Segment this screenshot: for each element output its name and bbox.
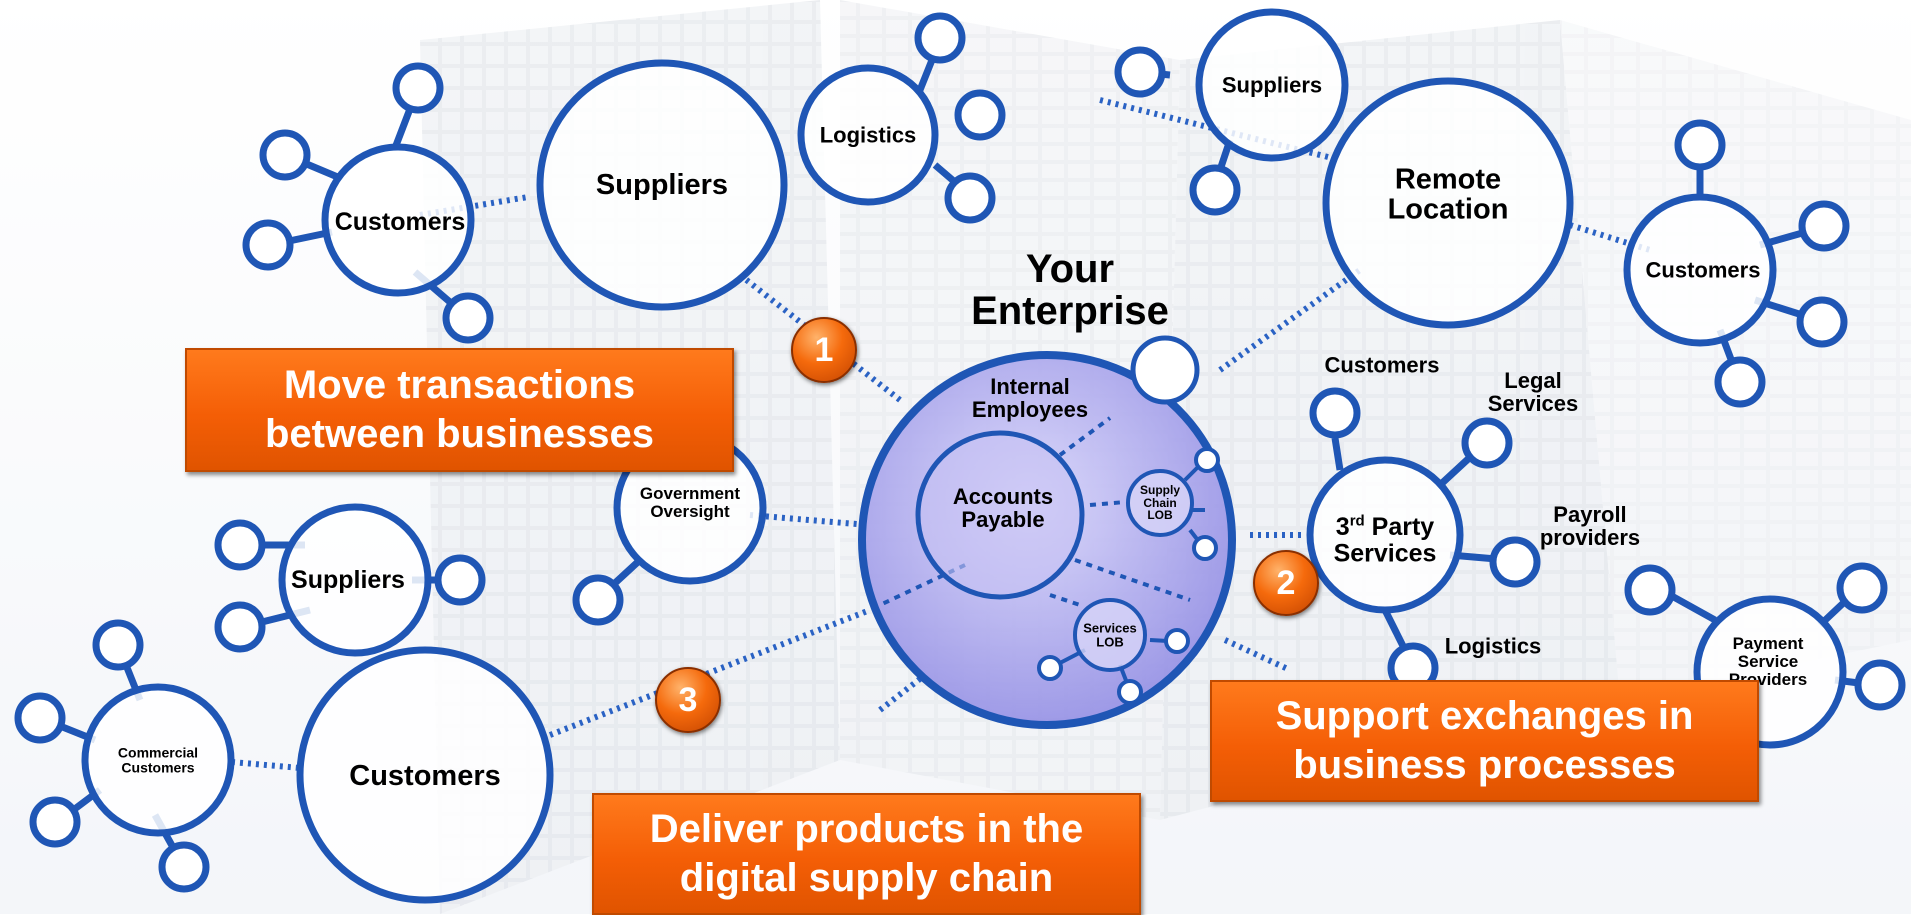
third-party-rest: Party Services bbox=[1333, 512, 1437, 568]
third-party-number: 3 bbox=[1335, 512, 1350, 541]
link-government-enterprise bbox=[749, 512, 869, 528]
customers-bottom-circle bbox=[296, 646, 554, 904]
government-oversight-label: Government Oversight bbox=[639, 484, 741, 521]
suppliers-top-left-label: Suppliers bbox=[595, 168, 729, 201]
callout-move-transactions: Move transactions between businesses bbox=[185, 348, 734, 472]
badge-1: 1 bbox=[791, 317, 857, 383]
accounts-payable-circle bbox=[915, 430, 1085, 600]
remote-location-circle bbox=[1322, 77, 1574, 329]
link-customers-enterprise bbox=[548, 607, 872, 738]
badge-3: 3 bbox=[655, 667, 721, 733]
suppliers-top-right-label: Suppliers bbox=[1221, 72, 1323, 98]
remote-location-label: Remote Location bbox=[1387, 163, 1509, 226]
logistics-top-cluster bbox=[797, 12, 1006, 224]
link-enterprise-logistics bbox=[1223, 637, 1292, 673]
tp-legal-services-label: Legal Services bbox=[1487, 367, 1579, 416]
customers-top-left-label: Customers bbox=[334, 207, 466, 236]
enterprise-title: Your Enterprise bbox=[971, 247, 1169, 333]
enterprise-edge-circle bbox=[1130, 335, 1200, 405]
third-party-superscript: rd bbox=[1349, 512, 1365, 530]
tp-payroll-providers-label: Payroll providers bbox=[1539, 501, 1641, 550]
accounts-payable-label: Accounts Payable bbox=[952, 483, 1054, 532]
third-party-cluster bbox=[1306, 387, 1541, 694]
customers-far-right-cluster bbox=[1623, 119, 1850, 408]
customers-far-right-label: Customers bbox=[1645, 257, 1761, 283]
services-lob-circle bbox=[1073, 598, 1147, 672]
callout-deliver-products: Deliver products in the digital supply c… bbox=[592, 793, 1141, 915]
link-commercial-customers bbox=[231, 759, 301, 771]
customers-top-left-cluster bbox=[242, 62, 494, 344]
logistics-top-label: Logistics bbox=[819, 122, 917, 148]
badge-2: 2 bbox=[1253, 550, 1319, 616]
tp-logistics-label: Logistics bbox=[1444, 633, 1542, 659]
services-lob-label: Services LOB bbox=[1083, 620, 1137, 649]
suppliers-bottom-left-label: Suppliers bbox=[291, 565, 405, 594]
link-remote-customers bbox=[1569, 222, 1651, 253]
suppliers-top-left-circle bbox=[536, 59, 788, 311]
supply-chain-lob-circle bbox=[1126, 469, 1194, 537]
callout-support-exchanges: Support exchanges in business processes bbox=[1210, 680, 1759, 802]
third-party-services-label: 3rd Party Services bbox=[1333, 512, 1437, 568]
commercial-customers-label: Commercial Customers bbox=[117, 744, 199, 775]
enterprise-cluster bbox=[858, 335, 1236, 729]
commercial-customers-cluster bbox=[14, 619, 235, 893]
customers-bottom-label: Customers bbox=[349, 759, 501, 792]
link-suppliers-remote bbox=[1099, 97, 1341, 163]
suppliers-bottom-left-cluster bbox=[214, 503, 486, 657]
supply-chain-lob-label: Supply Chain LOB bbox=[1139, 483, 1181, 523]
internal-employees-label: Internal Employees bbox=[971, 373, 1089, 422]
suppliers-top-right-cluster bbox=[1114, 8, 1349, 216]
tp-customers-label: Customers bbox=[1324, 352, 1440, 378]
link-suppliers-enterprise bbox=[738, 272, 902, 403]
link-enterprise-bottom bbox=[878, 672, 927, 713]
